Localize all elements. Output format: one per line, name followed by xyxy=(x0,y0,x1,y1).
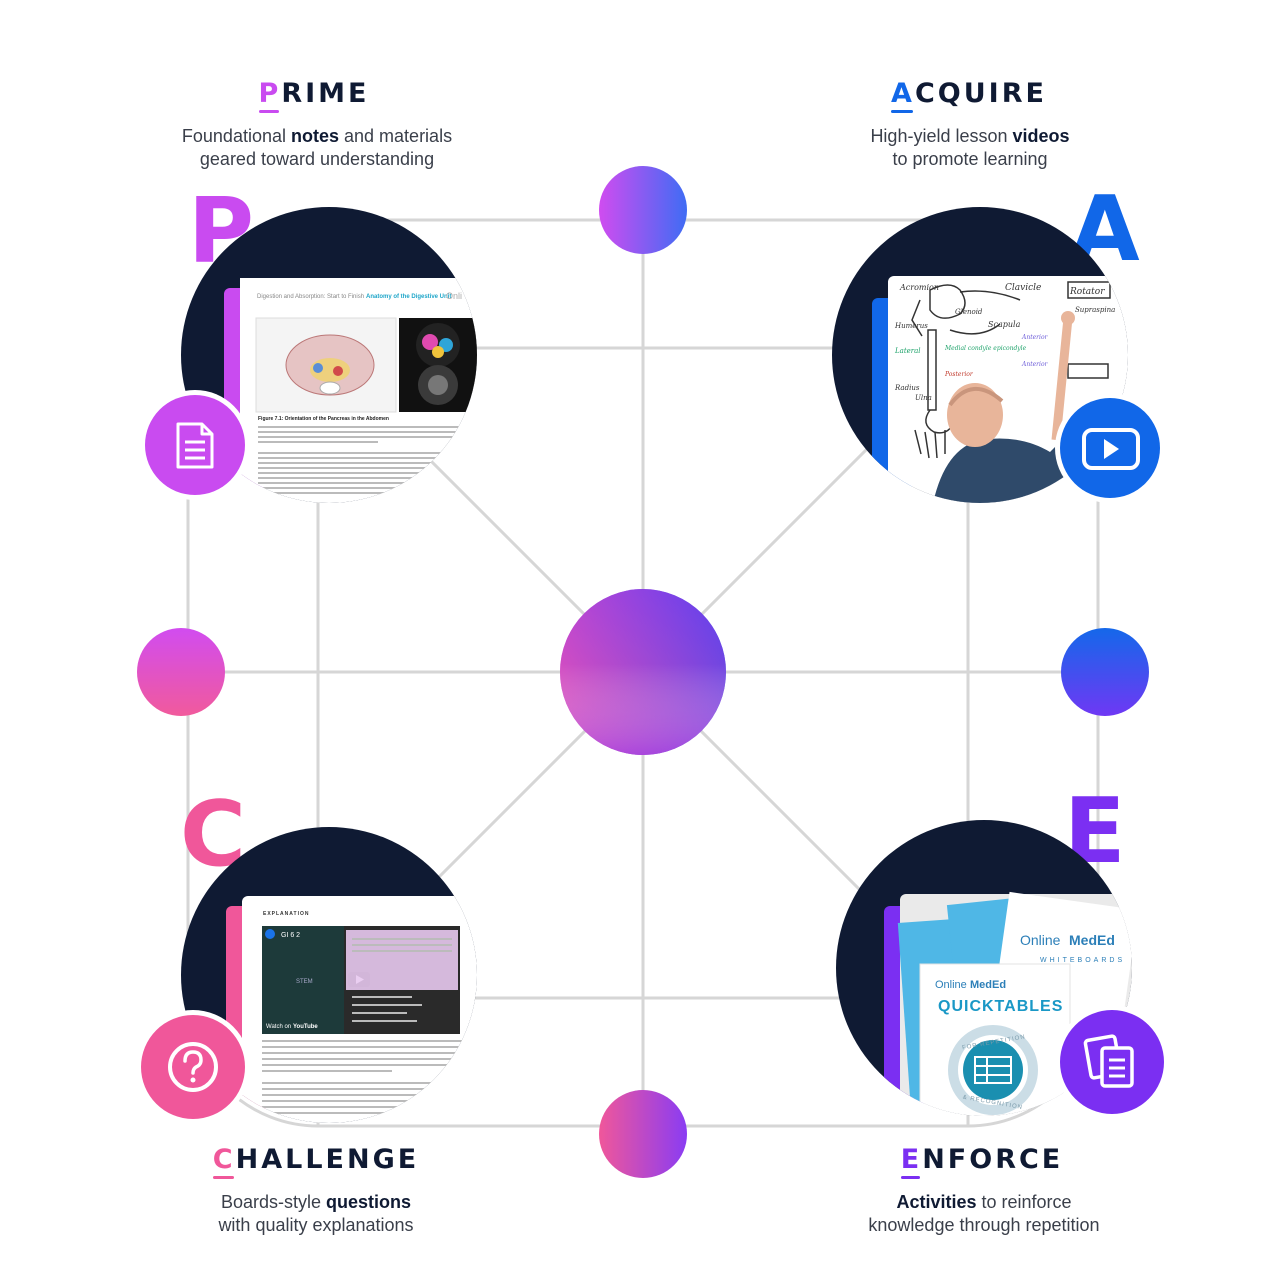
acquire-description: High-yield lesson videos to promote learn… xyxy=(770,125,1170,171)
node-dot-top xyxy=(599,166,687,254)
notes-section: Anatomy of the Digestive Unit xyxy=(366,294,451,300)
challenge-heading-first-letter: C xyxy=(212,1144,236,1179)
challenge-panel: C EXPLANATION GI 6 2 STEM Watch on YouTu… xyxy=(136,782,477,1124)
video-label-supraspina: Supraspina xyxy=(1075,306,1115,314)
enforce-desc-line2: knowledge through repetition xyxy=(868,1215,1100,1235)
video-label-anterior-2: Anterior xyxy=(1021,361,1049,368)
video-label-radius: Radius xyxy=(894,384,920,392)
node-dot-bottom xyxy=(599,1090,687,1178)
enforce-description: Activities to reinforce knowledge through… xyxy=(784,1191,1184,1237)
prime-desc-post: and materials xyxy=(339,126,453,146)
challenge-desc-bold: questions xyxy=(326,1192,412,1212)
prime-desc-line2: geared toward understanding xyxy=(199,149,435,169)
question-icon xyxy=(136,1010,250,1124)
node-dot-right xyxy=(1061,628,1149,716)
instructor-figure xyxy=(930,311,1084,503)
notes-header: Digestion and Absorption: Start to Finis… xyxy=(257,294,364,300)
video-label-scapula: Scapula xyxy=(988,320,1021,329)
notes-text-lines xyxy=(258,426,473,494)
video-play-icon xyxy=(1055,393,1165,503)
video-label-glenoid: Glenoid xyxy=(955,308,983,316)
question-text-lines xyxy=(262,938,477,1114)
prime-description: Foundational notes and materials geared t… xyxy=(117,125,517,171)
video-label-posterior: Posterior xyxy=(944,371,974,378)
video-label-rotator: Rotator xyxy=(1069,287,1105,297)
prime-desc-pre: Foundational xyxy=(181,126,291,146)
product-brand: Online xyxy=(1020,932,1061,948)
video-label-humerus: Humerus xyxy=(894,322,928,330)
enforce-desc-bold: Activities xyxy=(896,1192,977,1212)
prime-heading-rest: RIME xyxy=(281,78,370,109)
node-dot-left xyxy=(137,628,225,716)
prime-desc-bold: notes xyxy=(291,126,340,146)
challenge-heading-rest: HALLENGE xyxy=(235,1144,420,1175)
prime-panel: P Digestion and Absorption: Start to Fin… xyxy=(140,179,477,503)
prime-heading: PRIME xyxy=(114,78,514,113)
video-label-medial: Medial condyle epicondyle xyxy=(944,345,1027,352)
center-hub xyxy=(560,589,726,755)
question-video-title: GI 6 2 xyxy=(281,932,300,939)
acquire-desc-line2: to promote learning xyxy=(892,149,1048,169)
product-brand-bold: MedEd xyxy=(1069,932,1115,948)
question-section: EXPLANATION xyxy=(263,911,309,917)
challenge-desc-pre: Boards-style xyxy=(220,1192,327,1212)
question-watch-label: Watch on xyxy=(266,1024,291,1030)
product-quicktables: QUICKTABLES xyxy=(938,998,1063,1015)
enforce-panel: E Online MedEd WHITEBOARDS Online MedEd … xyxy=(836,779,1169,1119)
product-brand-small: Online xyxy=(935,979,967,991)
acquire-heading-rest: CQUIRE xyxy=(914,78,1047,109)
product-whiteboards: WHITEBOARDS xyxy=(1040,957,1125,964)
video-label-anterior-1: Anterior xyxy=(1021,334,1049,341)
enforce-desc-post: to reinforce xyxy=(976,1192,1072,1212)
question-youtube-label: YouTube xyxy=(293,1024,318,1030)
enforce-heading-first-letter: E xyxy=(900,1144,923,1179)
acquire-heading: ACQUIRE xyxy=(769,78,1169,113)
cards-icon xyxy=(1055,1005,1169,1119)
acquire-desc-pre: High-yield lesson xyxy=(870,126,1013,146)
video-label-clavicle: Clavicle xyxy=(1005,283,1041,293)
enforce-heading: ENFORCE xyxy=(782,1144,1182,1179)
notes-figure-title: Figure 7.1: Orientation of the Pancreas … xyxy=(258,416,389,422)
challenge-heading: CHALLENGE xyxy=(116,1144,516,1179)
acquire-panel: A Acromion Clavicle Rotator Glenoid Scap… xyxy=(832,177,1165,503)
enforce-heading-rest: NFORCE xyxy=(922,1144,1064,1175)
acquire-desc-bold: videos xyxy=(1012,126,1070,146)
acquire-heading-first-letter: A xyxy=(891,78,915,113)
product-brand-small-bold: MedEd xyxy=(970,979,1006,991)
challenge-description: Boards-style questions with quality expla… xyxy=(116,1191,516,1237)
challenge-desc-line2: with quality explanations xyxy=(218,1215,414,1235)
notes-logo: Onli xyxy=(446,291,462,301)
video-label-lateral: Lateral xyxy=(894,347,921,355)
video-label-acromion: Acromion xyxy=(899,283,939,292)
document-icon xyxy=(140,390,250,500)
question-video-subtitle: STEM xyxy=(296,979,313,985)
prime-heading-first-letter: P xyxy=(258,78,282,113)
video-label-ulna: Ulna xyxy=(915,394,932,402)
